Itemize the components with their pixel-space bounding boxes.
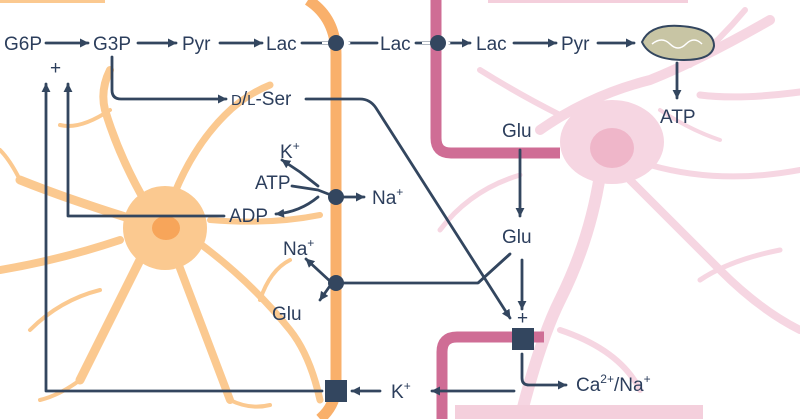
- labels: G6P G3P Pyr Lac Lac Lac Pyr ATP + D/L-Se…: [4, 34, 696, 403]
- label-k-bottom: K+: [391, 379, 411, 403]
- astrocyte-cell: [0, 66, 324, 409]
- transporters: [325, 35, 534, 402]
- mitochondrion-icon: [640, 24, 716, 62]
- astrocyte-top-bar: [0, 0, 105, 3]
- label-glu-neuron: Glu: [502, 121, 532, 142]
- neuron-top-bar: [488, 0, 688, 3]
- neuron-cell: [437, 7, 800, 419]
- neuron-nucleus: [590, 128, 634, 168]
- arrow-ca-na-influx: [520, 352, 568, 390]
- label-lac-neuron: Lac: [380, 34, 411, 55]
- arrow-k-out: [280, 158, 320, 188]
- label-k-ion: K+: [280, 139, 300, 163]
- lactate-transporter-astrocyte: [328, 35, 344, 51]
- astrocyte-nucleus: [152, 216, 180, 240]
- label-glu-cleft: Glu: [502, 227, 532, 248]
- label-atp-neuron: ATP: [660, 107, 696, 128]
- label-pyr-neuron: Pyr: [561, 34, 590, 55]
- label-glu-astrocyte: Glu: [272, 304, 302, 325]
- lactate-transporter-neuron: [430, 35, 446, 51]
- presynaptic-membrane: [430, 0, 560, 159]
- crossing-gap: [479, 258, 495, 274]
- arrow-na-in: [304, 257, 334, 285]
- label-plus-receptor: +: [517, 308, 528, 329]
- astrocyte-membrane: [304, 0, 342, 419]
- postsynaptic-membrane: [436, 331, 544, 419]
- label-atp: ATP: [255, 173, 291, 194]
- label-g3p: G3P: [93, 34, 131, 55]
- na-k-atpase: [328, 189, 344, 205]
- label-adp: ADP: [229, 206, 268, 227]
- arrow-k-feedback: [41, 82, 324, 393]
- label-g6p: G6P: [4, 34, 42, 55]
- k-channel: [325, 380, 347, 402]
- label-lac-astrocyte: Lac: [266, 34, 297, 55]
- label-plus-top: +: [50, 58, 61, 79]
- label-na-ion: Na+: [372, 185, 403, 209]
- arrow-g3p-ser: [110, 55, 228, 104]
- arrow-adp-feedback: [63, 82, 226, 218]
- neuron-bottom-bar: [455, 405, 703, 419]
- label-lac-neuron-2: Lac: [476, 34, 507, 55]
- label-ca-na: Ca2+/Na+: [576, 372, 651, 396]
- glutamate-transporter: [328, 275, 344, 291]
- arrow-ser-nmda: [304, 97, 512, 320]
- arrow-atp-adp: [274, 195, 320, 218]
- label-dl-ser: D/L-Ser: [231, 89, 292, 110]
- label-pyr-astrocyte: Pyr: [182, 34, 211, 55]
- label-na-ion-2: Na+: [283, 236, 314, 260]
- nmda-receptor: [512, 328, 534, 350]
- line-glu-uptake-top: [477, 252, 511, 285]
